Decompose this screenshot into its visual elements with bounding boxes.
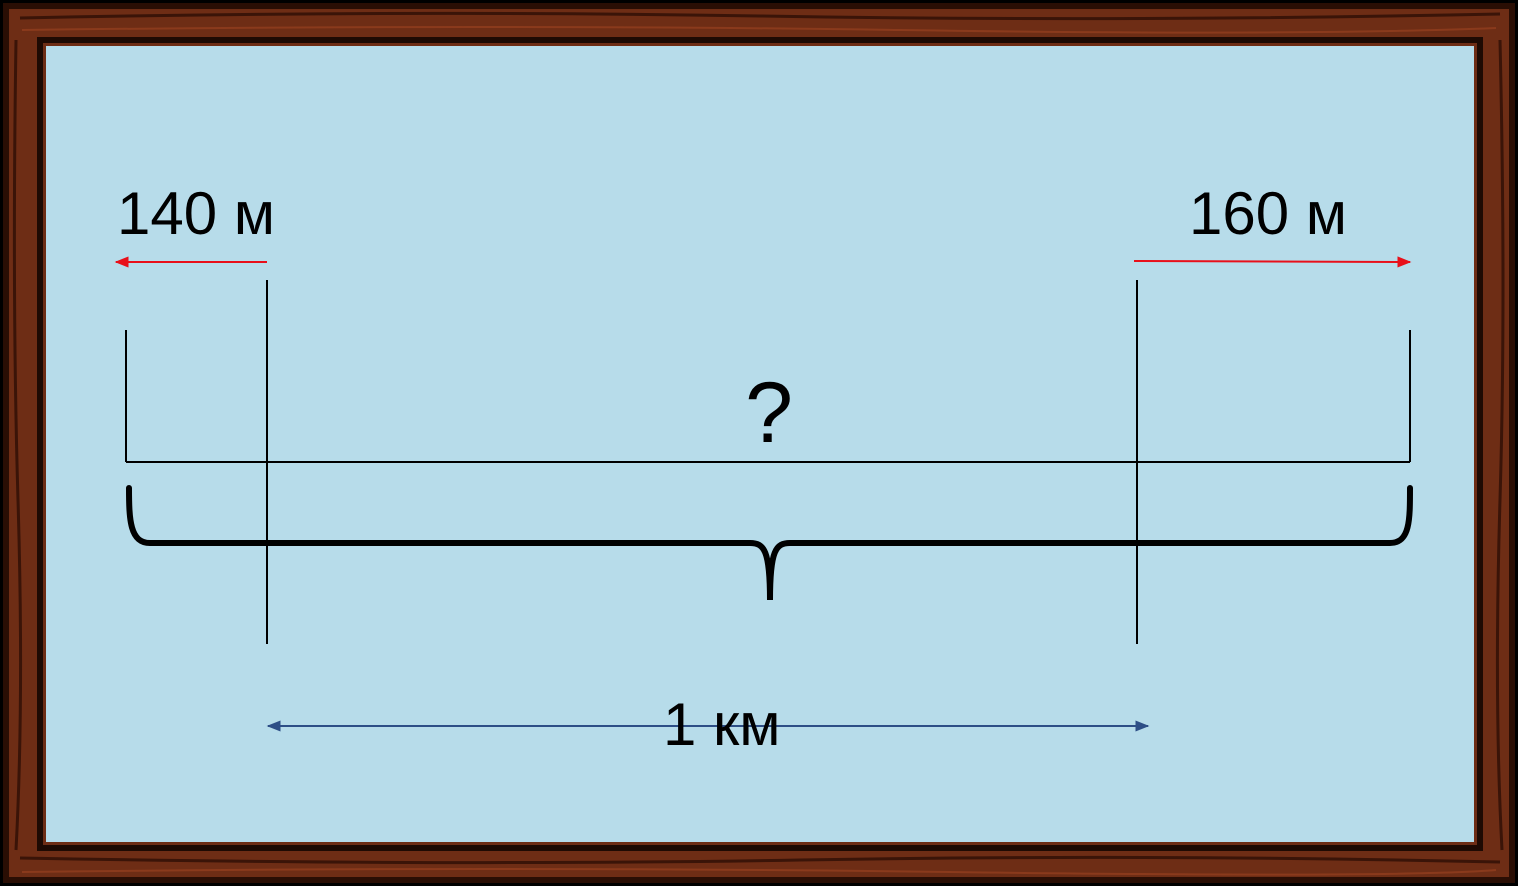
middle-segment-label: 1 км (663, 691, 781, 758)
right-red-arrow (1134, 261, 1410, 262)
right-segment-label: 160 м (1189, 180, 1347, 247)
left-segment-label: 140 м (117, 180, 275, 247)
unknown-length-label: ? (745, 365, 793, 461)
